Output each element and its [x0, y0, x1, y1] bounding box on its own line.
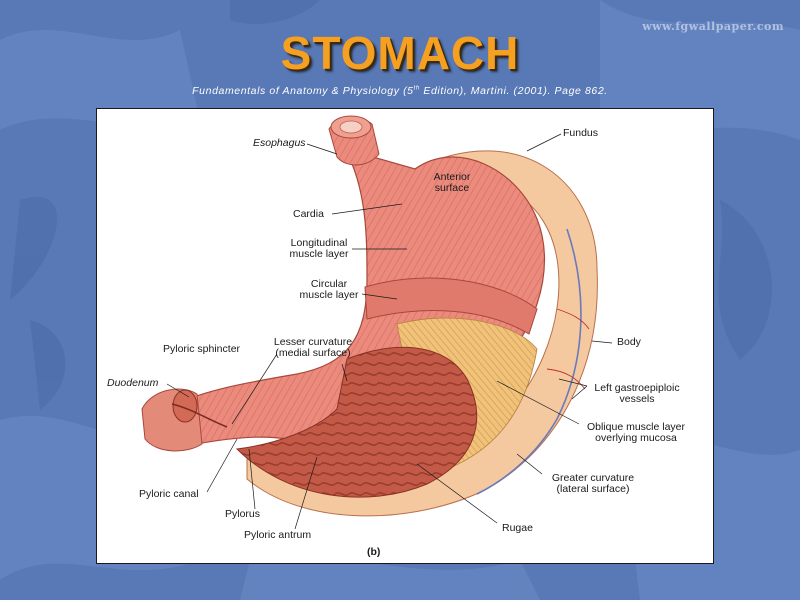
- label-greater-curvature-line2: (lateral surface): [556, 483, 630, 495]
- label-cardia: Cardia: [293, 208, 324, 220]
- label-longitudinal-line2: muscle layer: [289, 248, 349, 260]
- label-fundus: Fundus: [563, 127, 599, 139]
- leader-lines: [166, 133, 613, 530]
- label-pylorus: Pylorus: [225, 508, 261, 520]
- label-circular-muscle: Circular muscle layer: [293, 279, 365, 301]
- label-body: Body: [617, 336, 641, 348]
- label-pyloric-sphincter: Pyloric sphincter: [163, 343, 241, 355]
- label-anterior-surface-line1: Anterior: [433, 171, 471, 183]
- label-greater-curvature-line1: Greater curvature: [551, 472, 635, 484]
- label-oblique-line1: Oblique muscle layer: [586, 421, 686, 433]
- label-circular-line2: muscle layer: [299, 289, 359, 301]
- label-rugae: Rugae: [502, 522, 533, 534]
- label-gastroepiploic-line1: Left gastroepiploic: [594, 382, 680, 394]
- label-lesser-curvature: Lesser curvature (medial surface): [267, 337, 359, 359]
- citation-text: Fundamentals of Anatomy & Physiology (5: [192, 85, 414, 97]
- watermark: www.fgwallpaper.com: [642, 20, 784, 33]
- label-longitudinal-line1: Longitudinal: [290, 237, 348, 249]
- label-anterior-surface: Anterior surface: [427, 172, 477, 194]
- figure-tag: (b): [367, 546, 381, 558]
- citation-superscript: th: [413, 85, 420, 92]
- label-pyloric-canal: Pyloric canal: [139, 488, 199, 500]
- label-esophagus: Esophagus: [253, 137, 306, 149]
- duodenum-opening: [172, 389, 198, 423]
- greater-curvature-band: [246, 150, 598, 517]
- label-lesser-curvature-line2: (medial surface): [275, 347, 351, 359]
- label-lesser-curvature-line1: Lesser curvature: [273, 336, 353, 348]
- label-circular-line1: Circular: [310, 278, 348, 290]
- label-pyloric-antrum: Pyloric antrum: [244, 529, 312, 541]
- label-longitudinal-muscle: Longitudinal muscle layer: [283, 238, 355, 260]
- slide-title: STOMACH: [280, 27, 520, 79]
- circular-muscle-band: [364, 277, 538, 335]
- gastroepiploic-vessels: [476, 228, 582, 495]
- label-oblique-muscle: Oblique muscle layer overlying mucosa: [579, 422, 693, 444]
- label-gastroepiploic-line2: vessels: [619, 393, 655, 405]
- citation-text-end: Edition), Martini. (2001). Page 862.: [419, 85, 608, 97]
- citation: Fundamentals of Anatomy & Physiology (5t…: [0, 85, 800, 97]
- label-gastroepiploic-vessels: Left gastroepiploic vessels: [587, 383, 687, 405]
- label-anterior-surface-line2: surface: [434, 182, 470, 194]
- label-oblique-line2: overlying mucosa: [595, 432, 677, 444]
- label-greater-curvature: Greater curvature (lateral surface): [543, 473, 643, 495]
- mucosa-interior: [235, 346, 478, 498]
- label-duodenum: Duodenum: [107, 377, 159, 389]
- stomach-illustration: [141, 115, 613, 530]
- stomach-diagram-figure: Esophagus Fundus Anterior surface Cardia…: [96, 108, 714, 564]
